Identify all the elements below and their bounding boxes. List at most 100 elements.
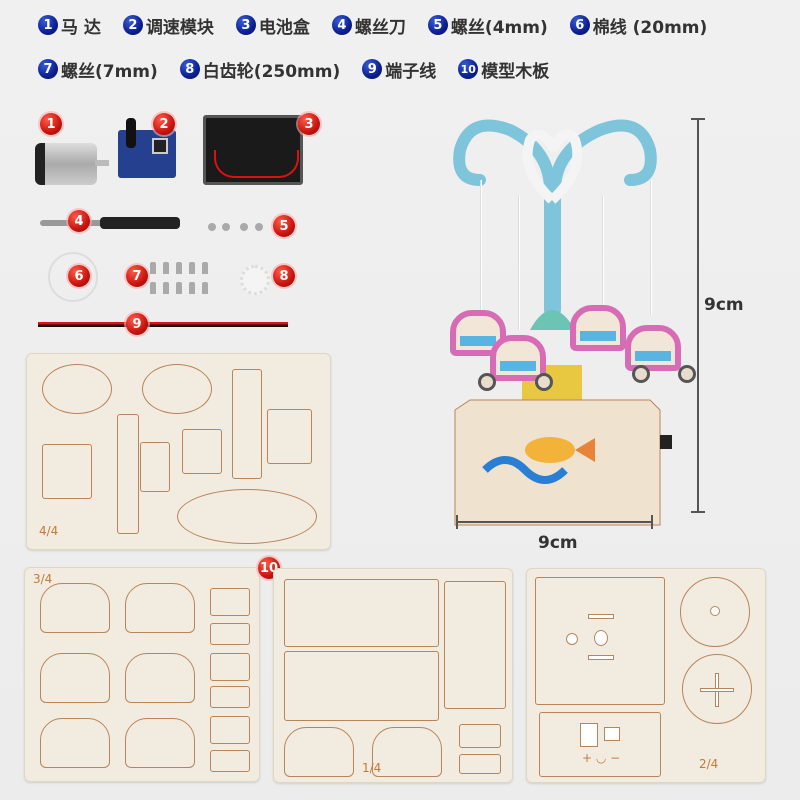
scroll-cut (142, 364, 212, 414)
tab-cut (210, 653, 250, 681)
number-badge: 10 (458, 59, 479, 79)
screw-4mm-image (255, 223, 263, 231)
screw-7mm-image (176, 262, 182, 274)
number-badge: 7 (38, 59, 58, 79)
tab-cut (459, 754, 501, 774)
part-badge-5: 5 (273, 215, 295, 237)
part-badge-6: 6 (68, 265, 90, 287)
legend-label: 棉线 (20mm) (592, 17, 708, 38)
part-badge-4: 4 (68, 210, 90, 232)
screw-7mm-image (189, 282, 195, 294)
speed-module-image (118, 118, 176, 178)
board-number-label: 1/4 (362, 761, 382, 775)
screw-7mm-image (150, 262, 156, 274)
width-dimension-label: 9cm (538, 533, 578, 553)
screwdriver-image (40, 217, 180, 229)
panel-cut (535, 577, 665, 705)
hole (566, 633, 578, 645)
cotton-thread-image (48, 252, 98, 302)
slot (588, 655, 614, 660)
carriage-cut (125, 583, 195, 633)
tab-cut (42, 444, 92, 499)
carriage-cut (372, 727, 442, 777)
screw-7mm-image (189, 262, 195, 274)
legend-label: 调速模块 (145, 17, 214, 38)
screw-7mm-image (163, 262, 169, 274)
canopy-illustration (453, 119, 672, 526)
screw-7mm-image (176, 282, 182, 294)
white-gear-image (240, 265, 270, 295)
number-badge: 8 (179, 59, 200, 79)
terminal-wire-image (38, 322, 288, 327)
slot (588, 614, 614, 619)
panel-cut (284, 579, 439, 647)
legend-label: 螺丝(7mm) (61, 61, 158, 82)
pillar-cut (117, 414, 139, 534)
thread (650, 180, 652, 315)
knob (126, 118, 136, 148)
number-badge: 5 (427, 15, 448, 35)
legend-label: 端子线 (385, 61, 437, 82)
number-badge: 9 (362, 59, 383, 79)
width-dimension-line (456, 515, 653, 529)
tab-cut (210, 623, 250, 645)
legend-label: 模型木板 (481, 61, 550, 82)
carriage-cut (40, 653, 110, 703)
part-badge-7: 7 (126, 265, 148, 287)
screw-4mm-image (208, 223, 216, 231)
carriage-cut (125, 718, 195, 768)
legend-label: 螺丝(4mm) (450, 17, 548, 38)
switch-hole (580, 723, 598, 747)
legend-label: 白齿轮(250mm) (202, 61, 341, 82)
carriage-cut (40, 583, 110, 633)
assembled-carousel-image (410, 110, 710, 530)
carriage (450, 310, 506, 356)
number-badge: 3 (235, 15, 256, 35)
legend-label: 马 达 (61, 17, 101, 38)
part-badge-1: 1 (40, 113, 62, 135)
hole (710, 606, 720, 616)
disc-cut (680, 577, 750, 647)
carriage-cut (40, 718, 110, 768)
tab-cut (267, 409, 312, 464)
switch (152, 138, 168, 154)
wheel (632, 365, 650, 383)
screw-7mm-image (202, 282, 208, 294)
disc-cut (682, 654, 752, 724)
height-dimension-label: 9cm (704, 295, 744, 315)
scroll-cut (42, 364, 112, 414)
wood-board-3-of-4: 3/4 (24, 567, 260, 782)
part-badge-8: 8 (273, 265, 295, 287)
battery-box-image (203, 115, 303, 185)
wood-board-1-of-4: 1/4 (273, 568, 513, 783)
number-badge: 1 (38, 15, 58, 35)
switch-panel-cut: + ◡ − (539, 712, 661, 777)
number-badge: 4 (331, 15, 352, 35)
wood-board-2-of-4: + ◡ − 2/4 (526, 568, 766, 783)
polarity-label: + ◡ − (582, 751, 621, 765)
thread (518, 195, 520, 330)
wheel (478, 373, 496, 391)
carriage-cut (284, 727, 354, 777)
wood-board-4-of-4: 4/4 (26, 353, 331, 550)
legend-label: 电池盒 (258, 17, 310, 38)
screw-7mm-image (150, 282, 156, 294)
knob-hole (604, 727, 620, 741)
board-number-label: 3/4 (33, 572, 53, 586)
part-badge-9: 9 (126, 313, 148, 335)
base-scroll-cut (177, 489, 317, 544)
panel-cut (284, 651, 439, 721)
tab-cut (140, 442, 170, 492)
carriage (570, 305, 626, 351)
tab-cut (459, 724, 501, 748)
